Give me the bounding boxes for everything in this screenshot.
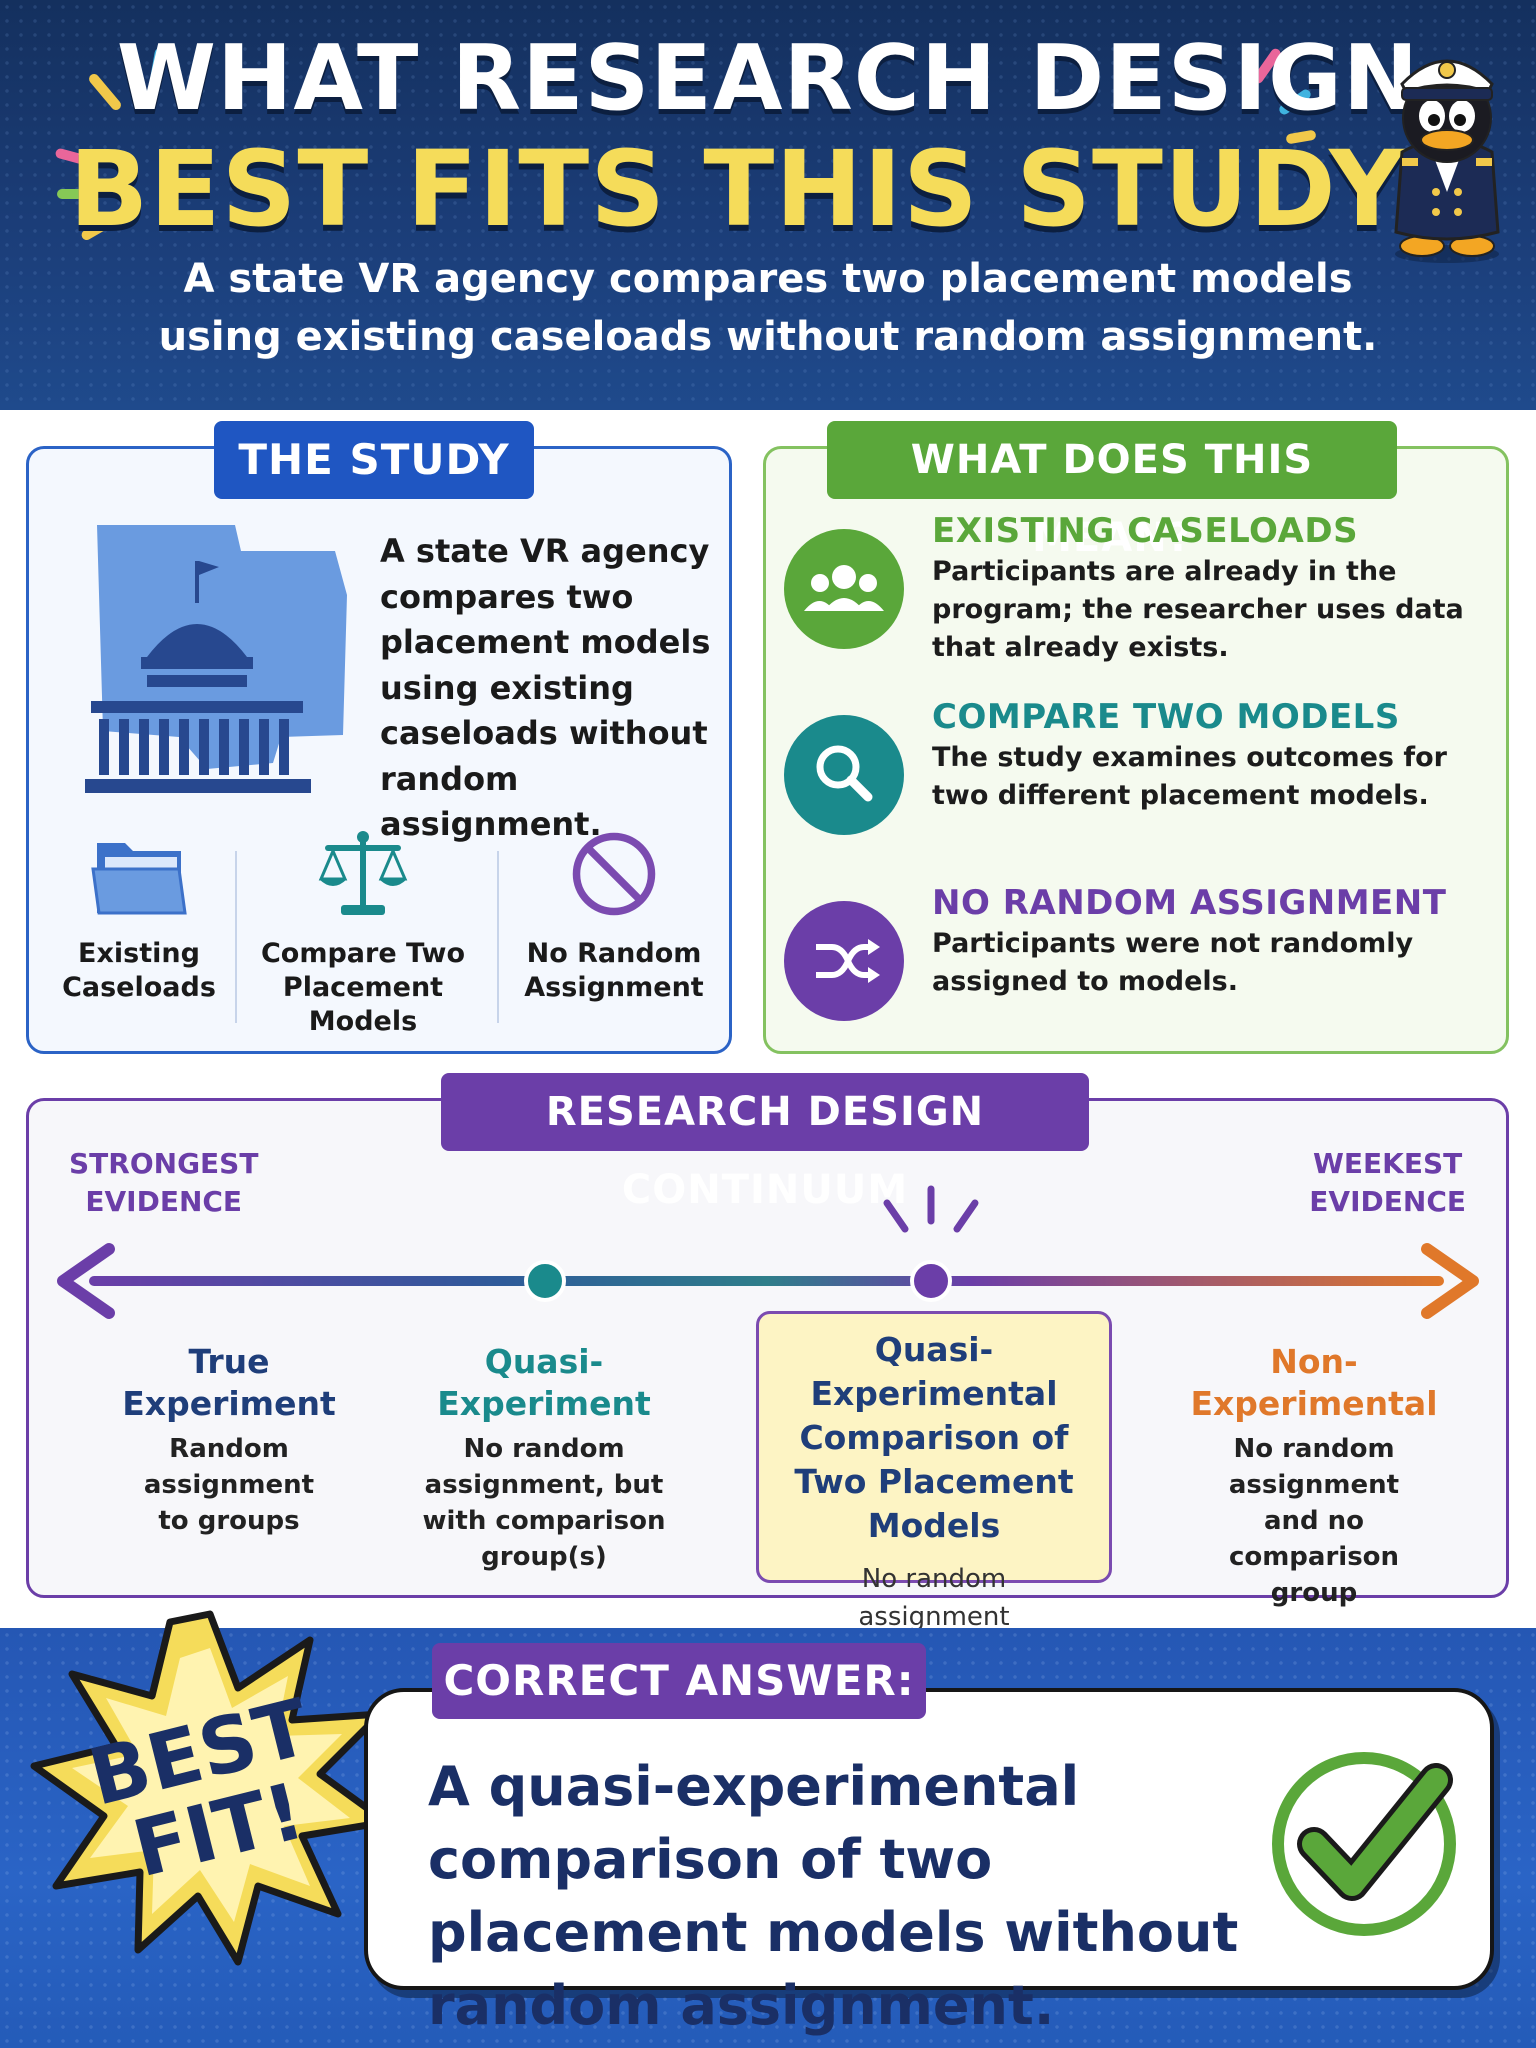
study-item-no-random: No Random Assignment: [509, 829, 719, 1005]
prohibited-icon: [572, 832, 656, 916]
design-true-experiment: True Experiment Random assignment to gro…: [79, 1341, 379, 1539]
weakest-label-line1: WEEKEST: [1313, 1147, 1463, 1180]
continuum-arrow: [57, 1185, 1479, 1319]
divider: [497, 851, 499, 1023]
magnifier-icon: [784, 715, 904, 835]
shuffle-icon: [784, 901, 904, 1021]
study-banner: THE STUDY: [214, 421, 534, 499]
quasi-experiment-marker: [524, 1260, 566, 1302]
duck-captain-mascot-icon: [1394, 59, 1500, 263]
study-item-label-line1: No Random: [526, 938, 702, 969]
design-quasi-experiment: Quasi-Experiment No random assignment, b…: [399, 1341, 689, 1575]
meaning-banner: WHAT DOES THIS MEAN?: [827, 421, 1397, 561]
meaning-panel: WHAT DOES THIS MEAN? EXISTING CASELOADS …: [763, 421, 1509, 1054]
scales-icon: [318, 831, 408, 915]
checkmark-icon: [1272, 1752, 1456, 1936]
state-capitol-icon: [85, 525, 347, 793]
design-description: No random assignment and no comparison g…: [1228, 1434, 1400, 1608]
study-description: A state VR agency compares two placement…: [380, 532, 711, 843]
study-item-label-line1: Compare Two: [260, 938, 466, 969]
page-title-line1: WHAT RESEARCH DESIGN: [116, 26, 1420, 131]
design-title: Quasi-Experimental Comparison of Two Pla…: [794, 1330, 1074, 1545]
weakest-evidence-label: WEEKEST EVIDENCE: [1309, 1145, 1466, 1221]
study-panel: THE STUDY A state VR agency compares two…: [26, 421, 732, 1054]
meaning-heading: COMPARE TWO MODELS: [932, 697, 1400, 737]
meaning-heading: NO RANDOM ASSIGNMENT: [932, 883, 1447, 923]
meaning-heading: EXISTING CASELOADS: [932, 511, 1359, 551]
correct-answer-text: A quasi-experimental comparison of two p…: [428, 1755, 1239, 2037]
divider: [235, 851, 237, 1023]
strongest-label-line2: EVIDENCE: [85, 1185, 243, 1218]
best-fit-burst: BEST FIT!: [30, 1610, 390, 1966]
study-item-label-line2: Caseloads: [62, 972, 216, 1003]
design-title: Non-Experimental: [1190, 1342, 1438, 1423]
meaning-body: Participants are already in the program;…: [932, 556, 1464, 663]
design-description: No random assignment, but with compariso…: [422, 1434, 666, 1572]
design-title: True Experiment: [122, 1342, 336, 1423]
people-icon: [784, 529, 904, 649]
design-non-experimental: Non-Experimental No random assignment an…: [1169, 1341, 1459, 1611]
meaning-body: Participants were not randomly assigned …: [932, 928, 1414, 997]
this-study-marker: [910, 1260, 952, 1302]
continuum-banner: RESEARCH DESIGN CONTINUUM: [441, 1073, 1089, 1213]
strongest-evidence-label: STRONGEST EVIDENCE: [69, 1145, 258, 1221]
continuum-panel: RESEARCH DESIGN CONTINUUM STRONGEST EVID…: [26, 1073, 1509, 1708]
correct-answer-banner: CORRECT ANSWER:: [432, 1643, 926, 1719]
design-this-study-highlight: Quasi-Experimental Comparison of Two Pla…: [756, 1311, 1112, 1708]
meaning-body: The study examines outcomes for two diff…: [932, 742, 1447, 811]
folder-icon: [91, 843, 187, 915]
study-item-label-line2: Placement Models: [282, 972, 444, 1037]
page-subtitle: A state VR agency compares two placement…: [158, 256, 1378, 360]
header-banner: WHAT RESEARCH DESIGN BEST FITS THIS STUD…: [0, 0, 1536, 410]
design-title: Quasi-Experiment: [437, 1342, 651, 1423]
study-item-compare-models: Compare Two Placement Models: [243, 829, 483, 1039]
strongest-label-line1: STRONGEST: [69, 1147, 259, 1180]
design-description: Random assignment to groups: [143, 1434, 315, 1536]
answer-card: A quasi-experimental comparison of two p…: [364, 1688, 1494, 2037]
study-item-existing-caseloads: Existing Caseloads: [49, 829, 229, 1005]
study-item-label-line2: Assignment: [524, 972, 704, 1003]
page-title-line2: BEST FITS THIS STUDY?: [69, 128, 1467, 250]
study-item-label-line1: Existing: [78, 938, 200, 969]
weakest-label-line2: EVIDENCE: [1309, 1185, 1466, 1218]
